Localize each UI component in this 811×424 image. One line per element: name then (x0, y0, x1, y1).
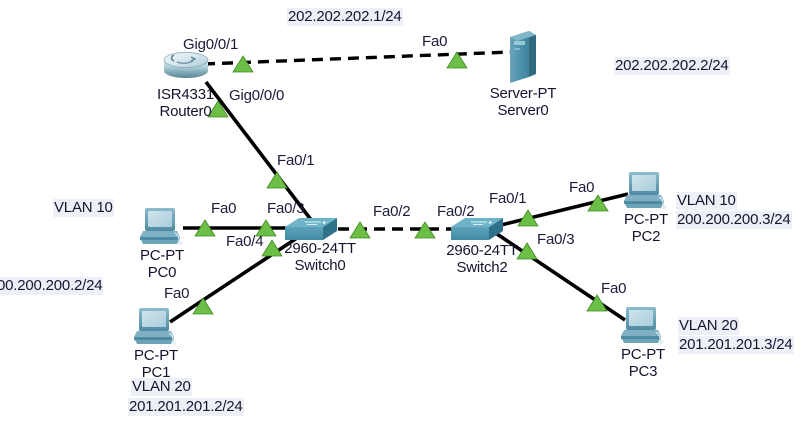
link-status-triangle (587, 194, 609, 212)
device-model: Server-PT (489, 85, 557, 102)
device-model: PC-PT (133, 347, 178, 364)
link-status-triangle (255, 219, 277, 237)
link-status-triangle (192, 297, 214, 315)
link-status-triangle (446, 51, 468, 69)
device-model: PC-PT (139, 247, 184, 264)
port-label-pc2-fa0: Fa0 (569, 179, 595, 196)
device-model: PC-PT (620, 346, 665, 363)
device-server0[interactable] (505, 29, 539, 85)
device-name: PC3 (628, 362, 658, 380)
port-label-server-fa0: Fa0 (422, 33, 448, 50)
annotation-pc1-vlan: VLAN 20 (131, 378, 192, 396)
device-name: Server0 (497, 101, 549, 119)
device-switch0[interactable] (283, 213, 339, 243)
port-label-router-gig0-0-0: Gig0/0/0 (229, 87, 285, 104)
annotation-wan-router-ip: 202.202.202.1/24 (287, 8, 403, 26)
device-name: PC2 (631, 227, 661, 245)
link-status-triangle (194, 219, 216, 237)
device-label-switch0: 2960-24TT Switch0 (278, 240, 362, 275)
link-status-triangle (349, 221, 371, 239)
device-name: Router0 (159, 102, 212, 120)
port-label-pc1-fa0: Fa0 (164, 285, 190, 302)
link-status-triangle (517, 209, 539, 227)
device-pc0[interactable] (139, 206, 185, 248)
link-status-triangle (516, 242, 538, 260)
device-label-pc1: PC-PT PC1 (128, 347, 184, 382)
device-model: ISR4331 (157, 86, 214, 103)
annotation-pc0-ip: 00.200.200.2/24 (0, 277, 104, 295)
annotation-pc3-ip: 201.201.201.3/24 (678, 336, 794, 354)
device-label-pc3: PC-PT PC3 (615, 346, 671, 381)
link-status-triangle (232, 55, 254, 73)
device-label-pc2: PC-PT PC2 (618, 211, 674, 246)
link-switch2-pc2[interactable] (496, 192, 629, 228)
device-label-pc0: PC-PT PC0 (134, 247, 190, 282)
annotation-pc2-ip: 200.200.200.3/24 (676, 211, 792, 229)
device-model: 2960-24TT (284, 240, 356, 257)
annotation-wan-server-ip: 202.202.202.2/24 (614, 57, 730, 75)
link-router0-server0[interactable] (203, 50, 513, 66)
device-name: Switch2 (456, 258, 508, 276)
device-name: PC0 (147, 263, 177, 281)
device-name: PC1 (141, 363, 171, 381)
annotation-pc1-ip: 201.201.201.2/24 (128, 398, 244, 416)
link-status-triangle (266, 171, 288, 189)
port-label-switch0-fa0-4: Fa0/4 (226, 233, 264, 250)
device-model: PC-PT (623, 211, 668, 228)
port-label-switch2-fa0-1: Fa0/1 (489, 190, 527, 207)
annotation-pc0-vlan: VLAN 10 (53, 199, 114, 217)
device-model: 2960-24TT (446, 242, 518, 259)
link-status-triangle (586, 294, 608, 312)
port-label-switch2-fa0-3: Fa0/3 (537, 231, 575, 248)
port-label-switch0-fa0-3: Fa0/3 (267, 200, 305, 217)
port-label-router-gig0-0-1: Gig0/0/1 (183, 36, 239, 53)
port-label-switch2-fa0-2: Fa0/2 (437, 203, 475, 220)
port-label-switch0-fa0-1: Fa0/1 (277, 152, 315, 169)
link-status-triangle (414, 221, 436, 239)
device-label-server0: Server-PT Server0 (487, 85, 559, 120)
annotation-pc3-vlan: VLAN 20 (678, 317, 739, 335)
device-pc3[interactable] (620, 305, 666, 347)
port-label-switch0-fa0-2: Fa0/2 (373, 203, 411, 220)
link-status-triangle (207, 100, 229, 118)
port-label-pc0-fa0: Fa0 (211, 200, 237, 217)
annotation-pc2-vlan: VLAN 10 (676, 192, 737, 210)
link-status-triangle (261, 239, 283, 257)
device-router0[interactable] (160, 44, 212, 84)
device-label-router0: ISR4331 Router0 (157, 86, 214, 121)
device-pc1[interactable] (133, 306, 179, 348)
link-router0-switch0[interactable] (204, 80, 314, 223)
port-label-pc3-fa0: Fa0 (601, 280, 627, 297)
device-pc2[interactable] (623, 170, 669, 212)
device-name: Switch0 (294, 256, 346, 274)
device-label-switch2: 2960-24TT Switch2 (440, 242, 524, 277)
device-switch2[interactable] (449, 213, 505, 243)
